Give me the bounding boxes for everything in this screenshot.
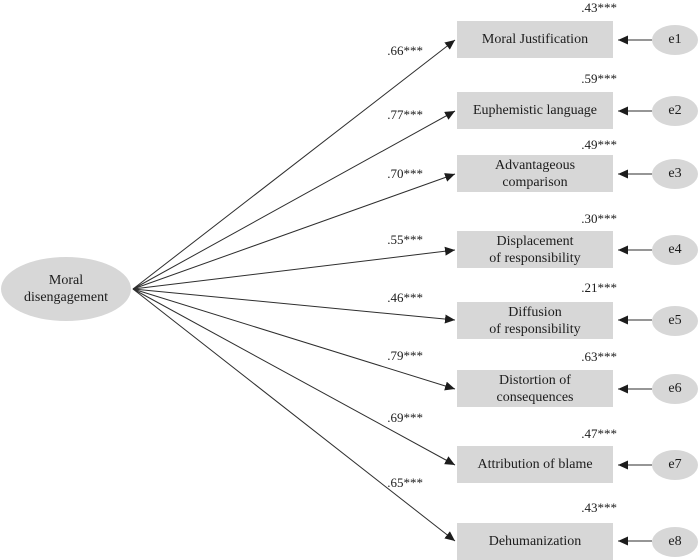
variance-label: .63*** [581,349,617,364]
loading-arrow-4 [132,246,456,290]
indicator-label-line2: of responsibility [489,250,581,266]
error-node-e5: e5 [652,306,698,336]
indicator-box-distortion-of-consequences: Distortion of consequences [457,370,613,407]
loading-coefficient: .55*** [387,232,423,247]
error-label: e7 [668,457,682,472]
latent-node-moral-disengagement: Moral disengagement [1,257,131,321]
loading-coefficient: .70*** [387,166,423,181]
loading-coefficient: .79*** [387,348,423,363]
variance-label: .43*** [581,0,617,15]
loading-coefficient: .77*** [387,107,423,122]
error-label: e8 [668,534,682,549]
error-node-e6: e6 [652,374,698,404]
indicator-label: Distortion of [499,372,571,388]
indicator-box-diffusion-of-responsibility: Diffusion of responsibility [457,302,613,339]
indicator-label: Displacement [496,233,574,249]
indicator-label: Euphemistic language [472,103,598,118]
loading-arrow-1 [132,39,456,290]
indicator-label: Moral Justification [481,32,589,47]
loading-coefficient: .46*** [387,290,423,305]
error-node-e2: e2 [652,96,698,126]
loading-coefficient: .65*** [387,475,423,490]
loading-coefficient: .66*** [387,43,423,58]
indicator-box-advantageous-comparison: Advantageous comparison [457,155,613,192]
indicator-box-dehumanization: Dehumanization [457,523,613,560]
error-label: e6 [668,381,682,396]
indicator-label-line2: of responsibility [489,321,581,337]
error-node-e1: e1 [652,25,698,55]
loading-arrow-2 [132,110,456,290]
indicator-label-line2: comparison [502,174,568,190]
loading-arrow-6 [132,288,456,391]
variance-label: .49*** [581,137,617,152]
indicator-label-line2: consequences [496,389,574,405]
indicator-label: Attribution of blame [477,457,593,472]
error-label: e4 [668,242,682,257]
error-node-e8: e8 [652,527,698,557]
variance-label: .21*** [581,280,617,295]
latent-label: Moral disengagement [24,273,108,305]
loading-arrow-3 [132,173,456,290]
error-label: e2 [668,103,682,118]
indicator-box-attribution-of-blame: Attribution of blame [457,446,613,483]
loading-arrow-7 [132,288,456,466]
indicator-box-displacement-of-responsibility: Displacement of responsibility [457,231,613,268]
indicator-label: Dehumanization [488,534,582,549]
error-label: e5 [668,313,682,328]
variance-label: .59*** [581,71,617,86]
indicator-label: Diffusion [508,304,562,320]
loading-arrow-5 [132,288,456,324]
variance-label: .30*** [581,211,617,226]
loading-coefficient: .69*** [387,410,423,425]
variance-label: .43*** [581,500,617,515]
error-node-e4: e4 [652,235,698,265]
variance-label: .47*** [581,426,617,441]
loading-arrow-8 [132,288,456,542]
indicator-box-euphemistic-language: Euphemistic language [457,92,613,129]
error-label: e1 [668,32,682,47]
error-node-e7: e7 [652,450,698,480]
indicator-box-moral-justification: Moral Justification [457,21,613,58]
error-node-e3: e3 [652,159,698,189]
error-label: e3 [668,166,682,181]
indicator-label: Advantageous [494,157,576,173]
